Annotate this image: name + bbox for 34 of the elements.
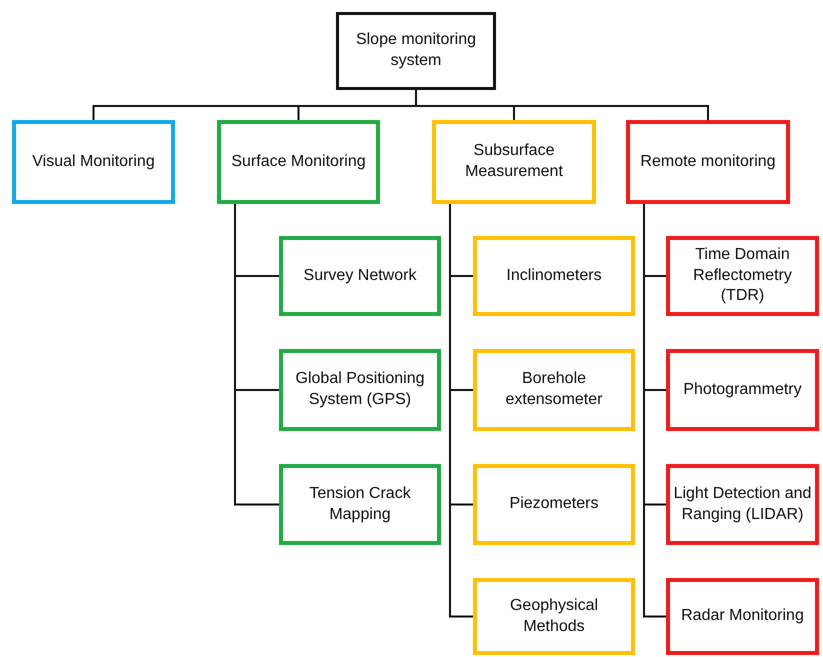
category-box <box>473 236 635 316</box>
category-box <box>473 349 635 431</box>
node-label: Time Domain Reflectometry (TDR) <box>692 244 793 306</box>
node-label: Photogrammetry <box>682 380 803 400</box>
category-box <box>666 236 819 316</box>
node-label: Survey Network <box>302 266 418 286</box>
node-label: Tension Crack Mapping <box>308 484 412 524</box>
node-label: Light Detection and Ranging (LIDAR) <box>672 484 812 524</box>
node-label: Remote monitoring <box>639 152 777 172</box>
node-label: Global Positioning System (GPS) <box>294 369 426 410</box>
category-box <box>279 464 441 545</box>
node-label: Subsurface Measurement <box>464 141 564 182</box>
node-label: Slope monitoring system <box>354 30 478 71</box>
node-label: Inclinometers <box>505 266 603 286</box>
category-box <box>473 578 635 655</box>
node-label: Radar Monitoring <box>680 606 805 626</box>
node-label: Piezometers <box>508 494 600 514</box>
category-box <box>666 464 819 545</box>
category-box <box>217 120 380 204</box>
node-label: Surface Monitoring <box>230 152 367 172</box>
category-box <box>279 236 441 316</box>
category-box <box>432 120 596 204</box>
category-box <box>473 464 635 545</box>
category-box <box>12 120 175 204</box>
node-label: Borehole extensometer <box>504 369 604 410</box>
category-box <box>666 578 819 655</box>
root-box <box>336 12 496 90</box>
category-box <box>279 349 441 431</box>
category-box <box>666 349 819 431</box>
connector-line <box>234 204 279 506</box>
connector-line <box>415 90 709 120</box>
node-label: Geophysical Methods <box>508 596 600 636</box>
node-label: Visual Monitoring <box>31 152 156 172</box>
category-box <box>626 120 790 204</box>
